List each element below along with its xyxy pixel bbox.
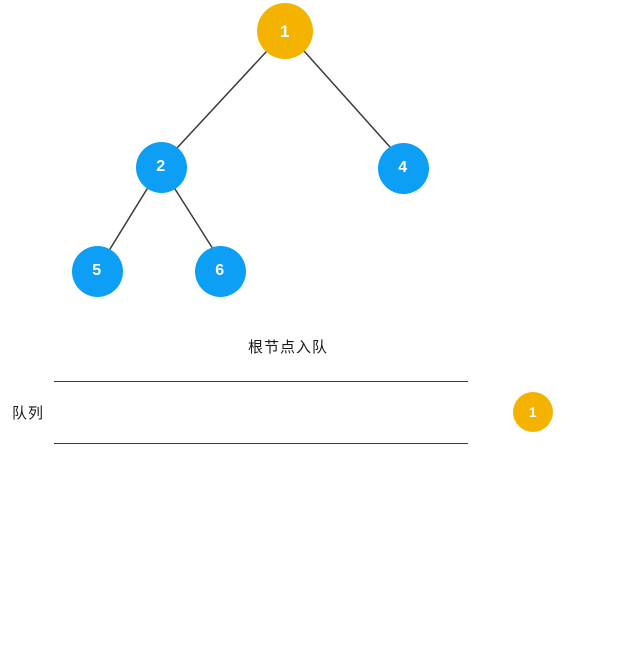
step-caption: 根节点入队 (247, 339, 328, 356)
tree-node-2[interactable]: 2 (135, 141, 187, 193)
queue-item-label: 1 (528, 404, 538, 420)
tree-node-4-label: 4 (398, 159, 408, 176)
tree-node-5-label: 5 (92, 262, 102, 279)
queue-rail-top (54, 381, 468, 382)
tree-node-6-label: 6 (215, 262, 225, 279)
tree-node-1-label: 1 (280, 21, 290, 41)
tree-edges-group (109, 50, 391, 250)
queue-label: 队列 (12, 405, 45, 422)
queue-item[interactable]: 1 (513, 392, 553, 432)
tree-node-2-label: 2 (156, 158, 166, 175)
queue-rail-bottom (54, 443, 468, 444)
tree-edge (176, 51, 267, 149)
tree-edge (174, 188, 214, 250)
binary-tree-diagram: 1 2 4 5 6 (71, 3, 429, 297)
tree-node-1[interactable]: 1 (257, 3, 313, 59)
tree-node-6[interactable]: 6 (194, 245, 246, 297)
tree-edge (303, 50, 391, 148)
tree-edge (109, 188, 148, 250)
tree-node-5[interactable]: 5 (71, 245, 123, 297)
tree-node-4[interactable]: 4 (377, 142, 429, 194)
